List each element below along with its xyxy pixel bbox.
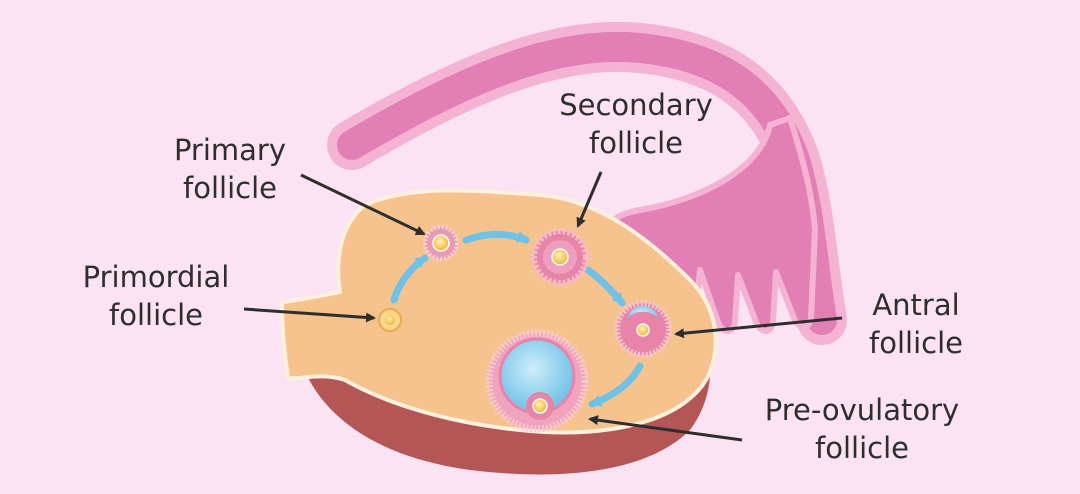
pointer-primordial	[243, 307, 376, 323]
preovulatory-follicle	[485, 329, 589, 433]
antral-follicle	[614, 300, 672, 358]
label-preovulatory-line2: follicle	[815, 431, 909, 465]
label-secondary-line1: Secondary	[559, 88, 713, 122]
label-preovulatory-follicle: Pre-ovulatory follicle	[742, 391, 982, 467]
label-primordial-line2: follicle	[109, 298, 203, 332]
label-antral-follicle: Antral follicle	[846, 286, 986, 362]
secondary-follicle	[531, 228, 589, 286]
label-secondary-line2: follicle	[589, 126, 683, 160]
label-preovulatory-line1: Pre-ovulatory	[764, 393, 960, 427]
label-pointers	[243, 171, 843, 442]
development-arrows	[390, 230, 644, 408]
pointer-secondary	[576, 171, 603, 228]
pointer-preovulatory	[588, 415, 743, 442]
label-secondary-follicle: Secondary follicle	[536, 86, 736, 162]
label-antral-line2: follicle	[869, 326, 963, 360]
label-antral-line1: Antral	[872, 288, 960, 322]
primary-follicle	[423, 225, 459, 261]
label-primordial-line1: Primordial	[82, 260, 230, 294]
label-primary-follicle: Primary follicle	[160, 131, 300, 207]
primordial-follicle	[378, 308, 402, 332]
label-primary-line2: follicle	[183, 171, 277, 205]
pointer-primary	[300, 173, 426, 236]
pointer-antral	[674, 316, 843, 339]
label-primordial-follicle: Primordial follicle	[66, 258, 246, 334]
label-primary-line1: Primary	[173, 133, 287, 167]
